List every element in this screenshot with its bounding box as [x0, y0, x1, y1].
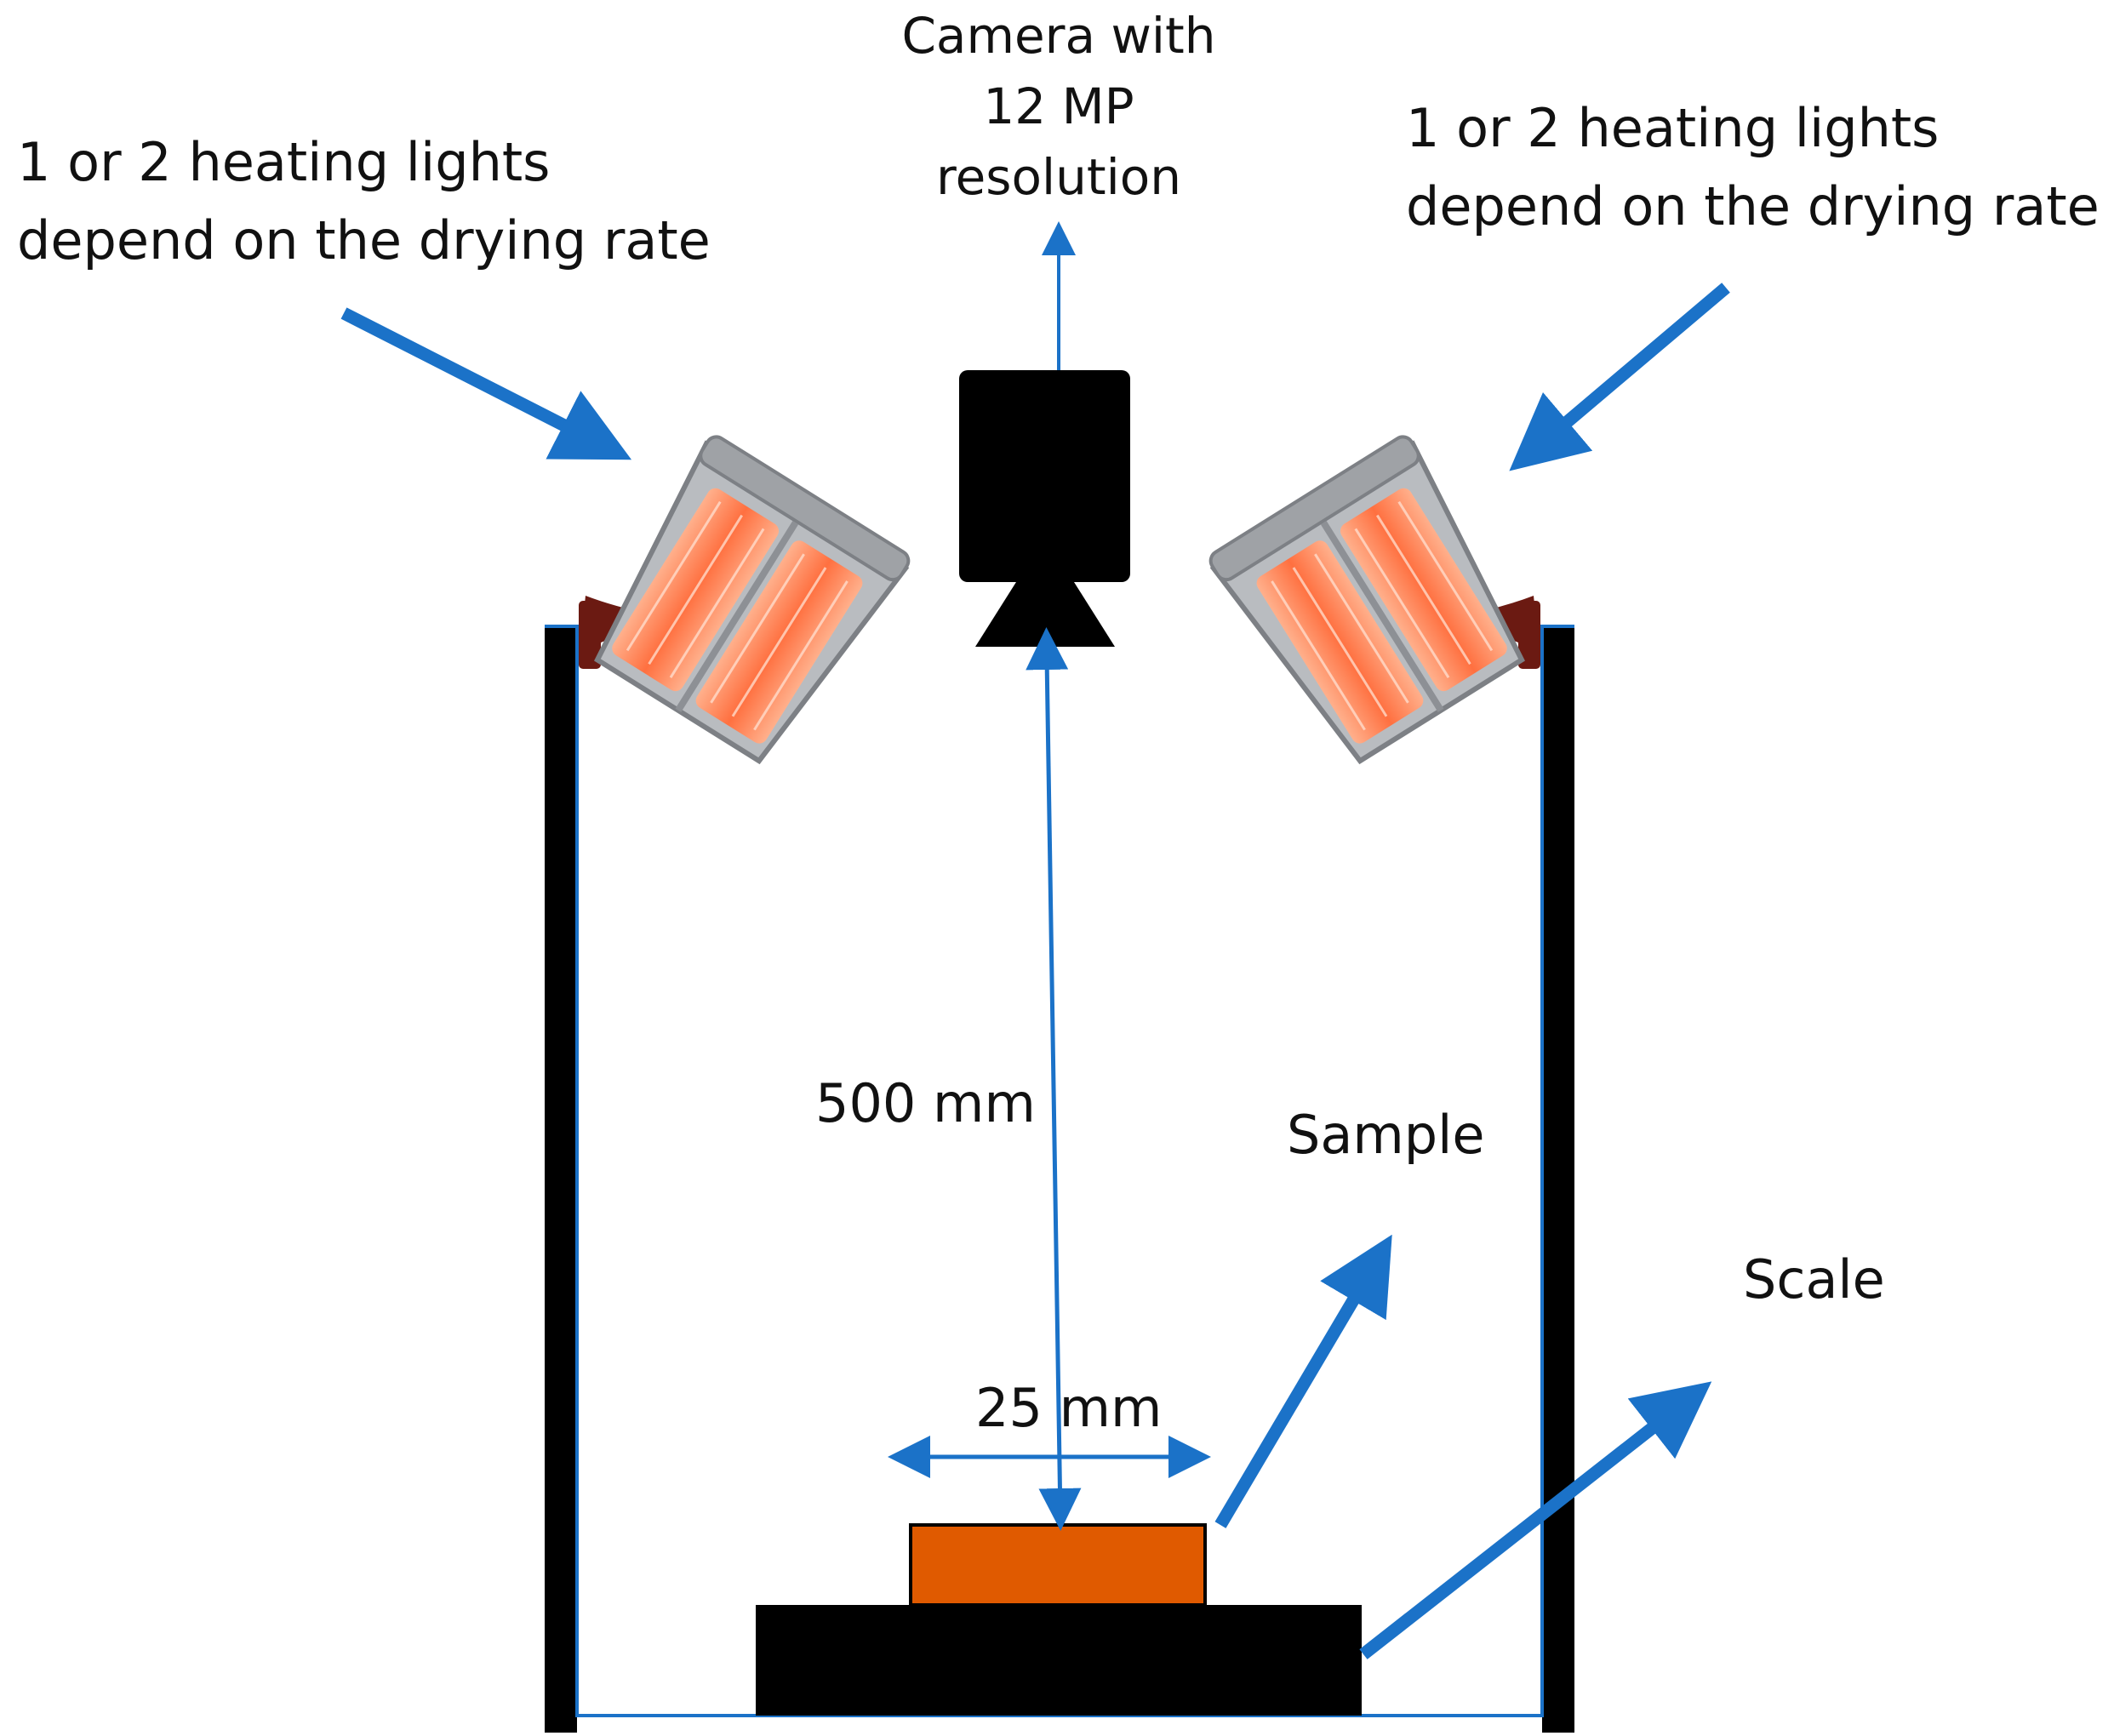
- left-post: [545, 626, 577, 1733]
- right-post: [1542, 626, 1574, 1733]
- camera-label-line3: resolution: [936, 148, 1181, 206]
- sample-block: [909, 1523, 1207, 1607]
- frame: [545, 625, 1574, 1733]
- right-heater-arrow: [1509, 283, 1730, 471]
- camera-label-line1: Camera with: [901, 7, 1215, 65]
- sample-label: Sample: [1287, 1104, 1484, 1166]
- left-heater-label-line1: 1 or 2 heating lights: [17, 131, 550, 193]
- right-heater-icon: [1208, 435, 1540, 765]
- scale-body: [756, 1605, 1362, 1716]
- left-heater-label-line2: depend on the drying rate: [17, 209, 711, 271]
- distance-arrow: [1026, 627, 1082, 1531]
- camera-label-line2: 12 MP: [983, 77, 1134, 135]
- sample-arrow: [1214, 1234, 1392, 1528]
- width-label: 25 mm: [975, 1377, 1162, 1439]
- left-heater-arrow: [340, 307, 632, 460]
- distance-label: 500 mm: [815, 1072, 1036, 1134]
- left-heater-icon: [579, 435, 911, 765]
- right-heater-label-line2: depend on the drying rate: [1406, 175, 2100, 237]
- scale-label: Scale: [1743, 1248, 1885, 1311]
- scale-arrow: [1359, 1381, 1712, 1659]
- camera-icon: [959, 370, 1130, 647]
- right-heater-label-line1: 1 or 2 heating lights: [1406, 97, 1939, 159]
